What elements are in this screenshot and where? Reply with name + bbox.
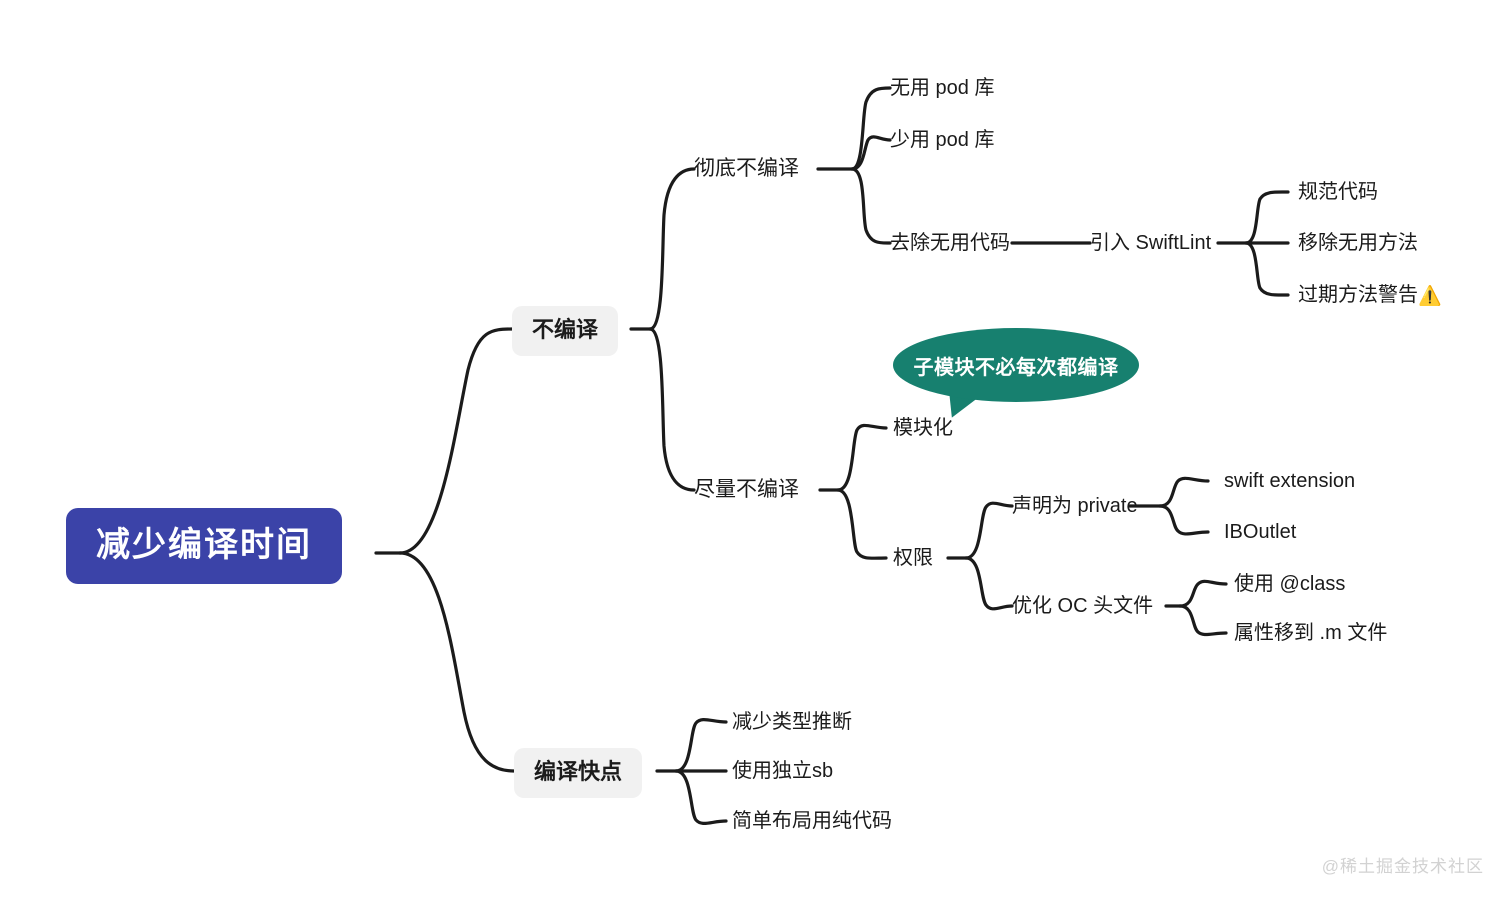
node-yichu-wuyong-fangfa[interactable]: 移除无用方法 [1298, 233, 1418, 253]
node-youhua-oc-touwenjian-label: 优化 OC 头文件 [1012, 595, 1154, 617]
node-shuxing-yidao-dotm[interactable]: 属性移到 .m 文件 [1234, 623, 1387, 643]
node-shengming-private-label: 声明为 private [1012, 495, 1138, 517]
edge-root-to-bubian [398, 327, 514, 555]
node-iboutlet[interactable]: IBOutlet [1224, 522, 1296, 542]
node-jinliang-bubianyi[interactable]: 尽量不编译 [694, 479, 799, 500]
node-chedi-bubianyi[interactable]: 彻底不编译 [694, 158, 799, 179]
node-iboutlet-label: IBOutlet [1224, 521, 1297, 543]
node-guoqi-fangfa-jinggao-label: 过期方法警告 [1298, 284, 1418, 306]
edge-chedi-to-shaoyongpod [850, 135, 892, 171]
node-jianshao-leixing-tuiduan[interactable]: 减少类型推断 [732, 712, 852, 732]
warning-icon: ⚠️ [1418, 286, 1442, 307]
branch-node-bianyikuaidian-label: 编译快点 [534, 759, 623, 784]
node-youhua-oc-touwenjian[interactable]: 优化 OC 头文件 [1012, 596, 1153, 616]
node-swift-extension-label: swift extension [1224, 470, 1356, 492]
edge-quanxian-to-private [964, 501, 1014, 560]
branch-node-bianyikuaidian[interactable]: 编译快点 [514, 748, 643, 798]
edge-kuaidian-to-tuiduan [674, 718, 728, 773]
node-chedi-bubianyi-label: 彻底不编译 [694, 157, 799, 180]
node-shiyong-atclass[interactable]: 使用 @class [1234, 574, 1345, 594]
branch-node-bubianyi-label: 不编译 [532, 317, 599, 342]
edge-ocheader-to-atclass [1178, 579, 1228, 608]
node-shaoyong-pod-label: 少用 pod 库 [890, 129, 995, 151]
root-node-label: 减少编译时间 [96, 526, 312, 564]
edge-private-to-iboutlet [1158, 504, 1210, 536]
edge-root-to-bianyikuaidian [398, 551, 516, 773]
node-guifan-daima-label: 规范代码 [1298, 181, 1378, 203]
node-quchu-wuyong-daima[interactable]: 去除无用代码 [890, 233, 1010, 253]
node-yinru-swiftlint[interactable]: 引入 SwiftLint [1090, 233, 1211, 253]
node-shuxing-yidao-dotm-label: 属性移到 .m 文件 [1234, 622, 1388, 644]
node-quchu-wuyong-daima-label: 去除无用代码 [890, 232, 1010, 254]
node-shiyong-atclass-label: 使用 @class [1234, 573, 1346, 595]
edge-kuaidian-to-chundaima [674, 769, 728, 825]
node-quanxian-label: 权限 [893, 547, 933, 569]
node-mokuaihua-label: 模块化 [893, 417, 953, 439]
edge-private-to-swiftext [1158, 476, 1210, 508]
node-wuyong-pod-label: 无用 pod 库 [890, 77, 995, 99]
callout-bubble[interactable]: 子模块不必每次都编译 [893, 328, 1139, 402]
node-jinliang-bubianyi-label: 尽量不编译 [694, 478, 799, 501]
callout-bubble-label: 子模块不必每次都编译 [913, 356, 1119, 379]
edge-jinliang-to-mokuaihua [836, 423, 888, 492]
edge-chedi-to-quchu [850, 167, 892, 245]
edge-swiftlint-to-guifan [1244, 190, 1290, 245]
node-jiandan-buju-chundaima[interactable]: 简单布局用纯代码 [732, 811, 892, 831]
node-mokuaihua[interactable]: 模块化 [893, 418, 953, 438]
node-shiyong-duli-sb-label: 使用独立sb [732, 760, 834, 782]
node-quanxian[interactable]: 权限 [893, 548, 933, 568]
edge-bubian-to-chedi [648, 167, 696, 331]
node-wuyong-pod[interactable]: 无用 pod 库 [890, 78, 994, 98]
node-jiandan-buju-chundaima-label: 简单布局用纯代码 [732, 810, 892, 832]
edge-quanxian-to-ocheader [964, 556, 1014, 611]
watermark: @稀土掘金技术社区 [1321, 857, 1484, 876]
node-shengming-private[interactable]: 声明为 private [1012, 496, 1138, 516]
node-swift-extension[interactable]: swift extension [1224, 471, 1355, 491]
node-jianshao-leixing-tuiduan-label: 减少类型推断 [732, 711, 852, 733]
branch-node-bubianyi[interactable]: 不编译 [512, 306, 619, 356]
root-node[interactable]: 减少编译时间 [66, 508, 342, 584]
edge-swiftlint-to-guoqi [1244, 241, 1290, 297]
node-shiyong-duli-sb[interactable]: 使用独立sb [732, 761, 833, 781]
node-shaoyong-pod[interactable]: 少用 pod 库 [890, 130, 994, 150]
edge-chedi-to-wuyongpod [850, 86, 892, 171]
edge-jinliang-to-quanxian [836, 488, 888, 560]
node-yinru-swiftlint-label: 引入 SwiftLint [1090, 232, 1212, 254]
node-guoqi-fangfa-jinggao[interactable]: 过期方法警告⚠️ [1298, 285, 1442, 306]
edge-bubian-to-jinliang [648, 327, 696, 492]
edge-ocheader-to-dotm [1178, 604, 1228, 637]
node-guifan-daima[interactable]: 规范代码 [1298, 182, 1378, 202]
node-yichu-wuyong-fangfa-label: 移除无用方法 [1298, 232, 1418, 254]
